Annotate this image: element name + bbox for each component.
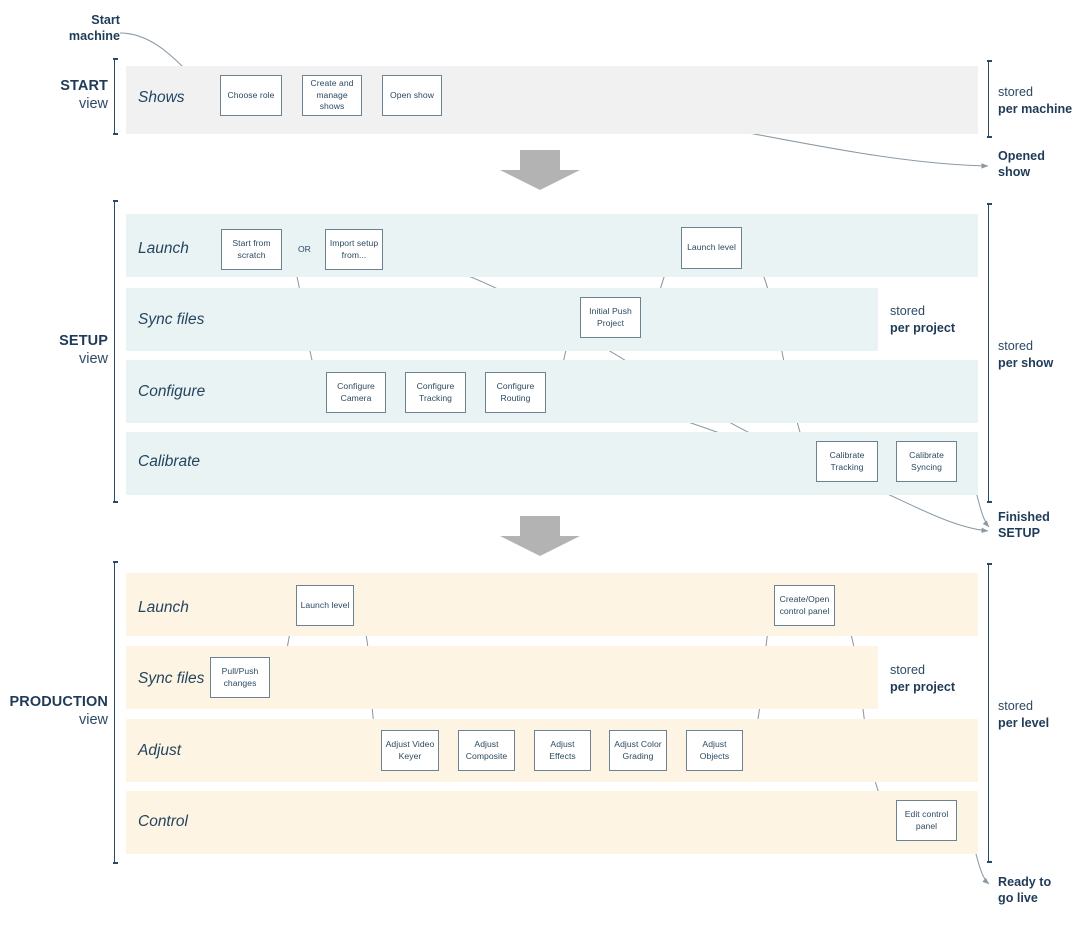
store-production-per-project-line2: per project <box>890 679 956 694</box>
callout-opened-show-line1: Opened <box>998 149 1045 163</box>
wire-launch-level-to-calibrate <box>741 247 811 461</box>
callout-ready-to-go-live: Ready to go live <box>998 874 1051 906</box>
store-production-per-project-line1: stored <box>890 663 926 677</box>
setup-view-label: SETUP view <box>20 333 108 368</box>
callout-opened-show-line2: show <box>998 165 1031 180</box>
store-per-machine-line1: stored <box>998 85 1034 99</box>
lane-title-setup-configure: Configure <box>138 383 206 400</box>
node-adjust-effects[interactable]: Adjust Effects <box>534 730 591 771</box>
callout-finished-setup-line2: SETUP <box>998 526 1040 541</box>
store-per-show: stored per show <box>998 338 1053 371</box>
label-or: OR <box>296 244 313 254</box>
lane-title-production-sync-files: Sync files <box>138 670 205 687</box>
band-setup-sync-files <box>126 288 878 351</box>
node-create-manage-shows[interactable]: Create and manage shows <box>302 75 362 116</box>
callout-finished-setup-line1: Finished <box>998 510 1050 524</box>
lane-title-setup-calibrate: Calibrate <box>138 453 201 470</box>
production-label-strong: PRODUCTION <box>9 694 108 710</box>
store-production-per-project: stored per project <box>890 662 955 695</box>
store-per-machine: stored per machine <box>998 84 1072 117</box>
store-setup-per-project-line2: per project <box>890 320 956 335</box>
store-setup-per-project-line1: stored <box>890 304 926 318</box>
start-view-label: START view <box>20 78 108 113</box>
start-right-bracket <box>987 60 993 138</box>
transition-arrow-start-to-setup <box>500 150 580 190</box>
setup-right-bracket <box>987 203 993 503</box>
band-setup-configure <box>126 360 978 423</box>
node-adjust-video-keyer[interactable]: Adjust Video Keyer <box>381 730 439 771</box>
wire-control-panel-to-edit-panel <box>834 605 894 819</box>
store-per-level-line2: per level <box>998 715 1050 730</box>
production-right-bracket <box>987 563 993 863</box>
band-production-launch <box>126 573 978 636</box>
lane-title-production-launch: Launch <box>138 599 189 616</box>
node-adjust-color-grading[interactable]: Adjust Color Grading <box>609 730 667 771</box>
start-left-bracket <box>113 58 119 135</box>
node-configure-tracking[interactable]: Configure Tracking <box>405 372 466 413</box>
store-per-show-line1: stored <box>998 339 1034 353</box>
node-calibrate-syncing[interactable]: Calibrate Syncing <box>896 441 957 482</box>
node-choose-role[interactable]: Choose role <box>220 75 282 116</box>
node-import-setup-from[interactable]: Import setup from... <box>325 229 383 270</box>
lane-title-shows: Shows <box>138 89 185 106</box>
node-configure-routing[interactable]: Configure Routing <box>485 372 546 413</box>
node-adjust-objects[interactable]: Adjust Objects <box>686 730 743 771</box>
node-configure-camera[interactable]: Configure Camera <box>326 372 386 413</box>
production-label-soft: view <box>78 711 108 728</box>
node-pull-push-changes[interactable]: Pull/Push changes <box>210 657 270 698</box>
node-calibrate-tracking[interactable]: Calibrate Tracking <box>816 441 878 482</box>
callout-start-machine-line2: machine <box>68 29 120 44</box>
callout-ready-live-line2: go live <box>998 891 1038 906</box>
setup-left-bracket <box>113 200 119 503</box>
production-left-bracket <box>113 561 119 864</box>
node-production-launch-level[interactable]: Launch level <box>296 585 354 626</box>
store-per-level: stored per level <box>998 698 1049 731</box>
lane-title-production-control: Control <box>138 813 188 830</box>
wire-import-to-calibrate-tracking <box>382 251 813 461</box>
production-view-label: PRODUCTION view <box>8 694 108 729</box>
callout-finished-setup: Finished SETUP <box>998 509 1050 541</box>
node-start-from-scratch[interactable]: Start from scratch <box>221 229 282 270</box>
store-setup-per-project: stored per project <box>890 303 955 336</box>
store-per-show-line2: per show <box>998 355 1054 370</box>
start-label-soft: view <box>78 95 108 112</box>
node-adjust-composite[interactable]: Adjust Composite <box>458 730 515 771</box>
transition-arrow-setup-to-production <box>500 516 580 556</box>
callout-start-machine: Start machine <box>30 12 120 44</box>
node-edit-control-panel[interactable]: Edit control panel <box>896 800 957 841</box>
store-per-level-line1: stored <box>998 699 1034 713</box>
callout-ready-live-line1: Ready to <box>998 875 1052 889</box>
band-production-control <box>126 791 978 854</box>
setup-label-soft: view <box>78 350 108 367</box>
store-per-machine-line2: per machine <box>998 101 1073 116</box>
node-create-open-control-panel[interactable]: Create/Open control panel <box>774 585 835 626</box>
lane-title-setup-launch: Launch <box>138 240 189 257</box>
setup-label-strong: SETUP <box>59 333 108 349</box>
node-open-show[interactable]: Open show <box>382 75 442 116</box>
lane-title-production-adjust: Adjust <box>138 742 182 759</box>
callout-start-machine-line1: Start <box>91 13 120 27</box>
node-initial-push-project[interactable]: Initial Push Project <box>580 297 641 338</box>
callout-opened-show: Opened show <box>998 148 1045 180</box>
node-setup-launch-level[interactable]: Launch level <box>681 227 742 269</box>
start-label-strong: START <box>60 78 108 94</box>
lane-title-setup-sync-files: Sync files <box>138 311 205 328</box>
